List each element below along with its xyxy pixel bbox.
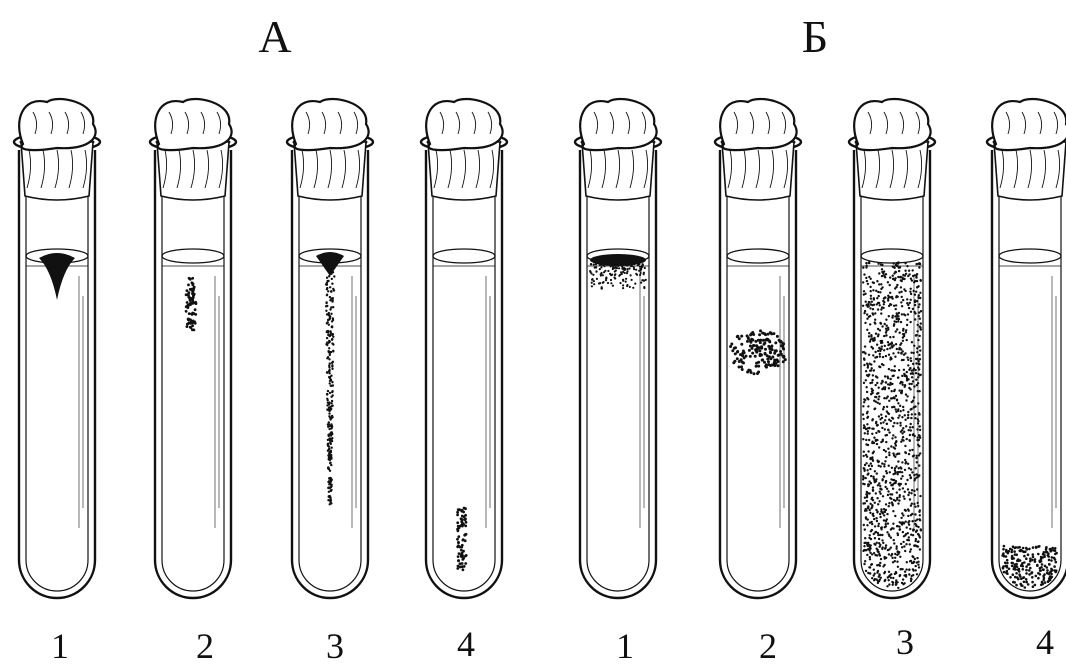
test-tube-b1	[575, 99, 661, 598]
tube-label-b3: 3	[896, 624, 914, 660]
group-label-b: Б	[802, 14, 828, 60]
tube-label-b2: 2	[759, 628, 777, 664]
test-tube-b4	[987, 99, 1066, 598]
group-label-a: А	[258, 14, 291, 60]
test-tube-a3	[287, 99, 373, 598]
tube-label-a4: 4	[457, 626, 475, 662]
tube-label-a3: 3	[326, 628, 344, 664]
tubes-layer	[14, 99, 1066, 598]
tube-label-a1: 1	[51, 628, 69, 664]
tube-label-a2: 2	[196, 628, 214, 664]
test-tube-b2	[715, 99, 801, 598]
tube-label-b4: 4	[1036, 624, 1054, 660]
test-tube-a1	[14, 99, 100, 598]
test-tube-b3	[849, 99, 935, 598]
tube-label-b1: 1	[616, 628, 634, 664]
test-tube-a4	[421, 99, 507, 598]
test-tube-a2	[150, 99, 236, 598]
